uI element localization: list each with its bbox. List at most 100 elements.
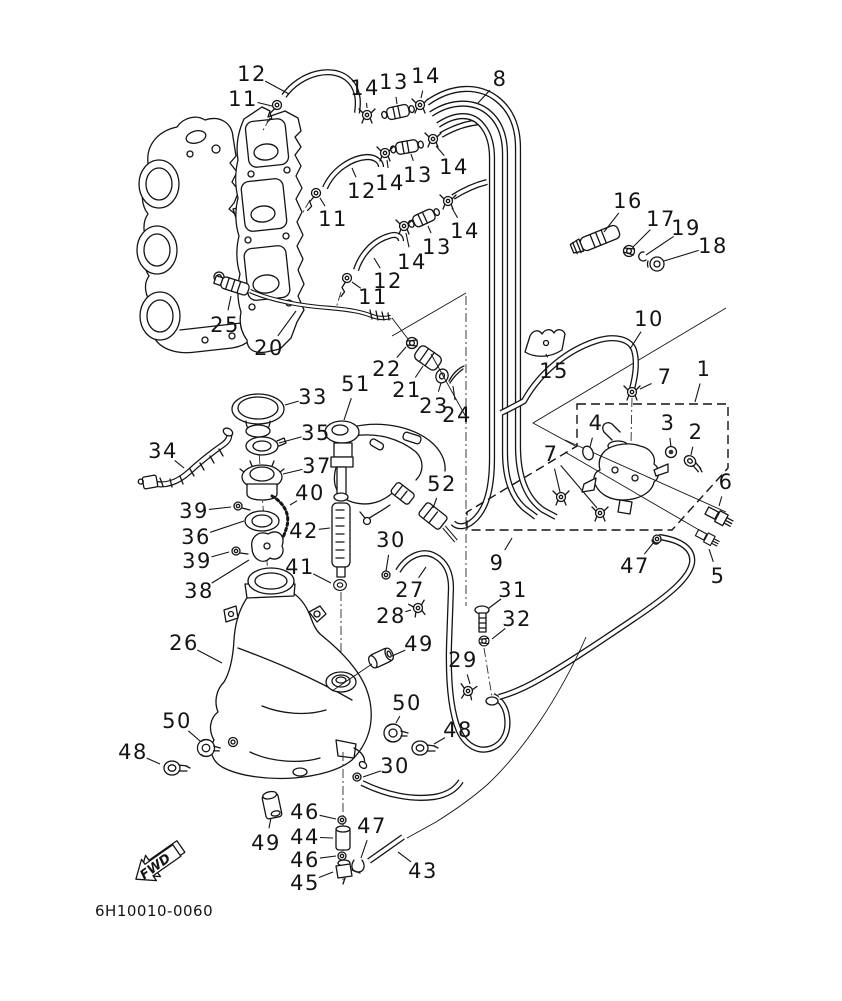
leader-line: [432, 497, 438, 509]
leader-line: [645, 235, 674, 256]
callout-47: 47: [357, 814, 387, 838]
leader-line: [395, 96, 398, 105]
oil-pump-assembly: [466, 403, 736, 549]
leader-line: [351, 167, 357, 178]
leader-line: [197, 649, 223, 664]
callout-13: 13: [422, 235, 452, 259]
leader-line: [264, 80, 290, 95]
callout-20: 20: [254, 336, 284, 360]
callout-45: 45: [290, 871, 320, 895]
leader-line: [694, 383, 701, 403]
callout-17: 17: [646, 207, 676, 231]
leader-line: [718, 496, 723, 507]
callout-12: 12: [347, 179, 377, 203]
leader-line: [318, 527, 331, 530]
callout-24: 24: [442, 403, 472, 427]
leader-line: [208, 506, 232, 510]
callout-16: 16: [613, 189, 643, 213]
callout-28: 28: [376, 604, 406, 628]
callout-9: 9: [490, 551, 505, 575]
callout-29: 29: [448, 648, 478, 672]
oil-tank: [209, 567, 372, 780]
leader-line: [146, 757, 161, 765]
callout-14: 14: [375, 171, 405, 195]
callout-35: 35: [301, 421, 331, 445]
leader-line: [629, 331, 642, 350]
leader-line: [452, 385, 456, 401]
callout-26: 26: [169, 631, 199, 655]
callout-14: 14: [450, 219, 480, 243]
callout-37: 37: [302, 454, 332, 478]
callout-43: 43: [408, 859, 438, 883]
leader-line: [437, 382, 442, 392]
leader-line: [663, 249, 699, 262]
leader-line: [391, 649, 406, 657]
leader-line: [708, 548, 714, 562]
leader-line: [405, 609, 412, 613]
leader-line: [365, 102, 368, 109]
intake-manifold: [235, 106, 305, 354]
leader-line: [343, 398, 352, 421]
leader-line: [210, 520, 245, 533]
leader-line: [414, 365, 424, 378]
callout-25: 25: [210, 313, 240, 337]
callout-27: 27: [395, 578, 425, 602]
callout-30: 30: [380, 754, 410, 778]
leader-line: [257, 101, 273, 107]
fwd-arrow: FWD: [135, 840, 186, 883]
leader-line: [211, 559, 250, 584]
leader-line: [589, 437, 593, 448]
callout-41: 41: [285, 555, 315, 579]
callout-18: 18: [698, 234, 728, 258]
leader-line: [319, 855, 337, 859]
callout-33: 33: [298, 385, 328, 409]
callout-6: 6: [719, 470, 734, 494]
construction-lines: [261, 117, 467, 606]
callout-22: 22: [372, 357, 402, 381]
fuel-connector-set: [532, 224, 727, 448]
callout-51: 51: [341, 372, 371, 396]
leader-line: [504, 537, 513, 551]
leader-line: [278, 436, 302, 444]
leader-line: [211, 551, 230, 558]
oil-level-gauge: [324, 420, 458, 668]
leader-line: [603, 212, 620, 233]
callout-49: 49: [251, 831, 281, 855]
callout-31: 31: [498, 578, 528, 602]
callout-11: 11: [358, 285, 388, 309]
callout-30: 30: [376, 528, 406, 552]
callout-13: 13: [403, 163, 433, 187]
callout-11: 11: [318, 207, 348, 231]
leader-line: [433, 737, 446, 745]
callout-50: 50: [392, 691, 422, 715]
leader-line: [405, 232, 410, 248]
leader-line: [282, 468, 303, 475]
callout-10: 10: [634, 307, 664, 331]
leader-line: [351, 281, 362, 289]
leader-line: [289, 500, 298, 506]
callout-47: 47: [620, 554, 650, 578]
leader-line: [427, 225, 432, 234]
leader-line: [313, 573, 332, 584]
callout-4: 4: [589, 411, 604, 435]
leader-line: [410, 153, 414, 161]
leader-line: [477, 89, 491, 104]
callout-7: 7: [544, 442, 559, 466]
leader-line: [319, 197, 326, 207]
leader-line: [690, 446, 694, 456]
leader-line: [395, 715, 401, 724]
leader-line: [385, 554, 390, 572]
callout-49: 49: [404, 632, 434, 656]
leader-line: [491, 627, 506, 640]
callout-14: 14: [397, 250, 427, 274]
tank-mount-hardware: [163, 645, 439, 820]
leader-line: [545, 353, 549, 358]
leader-line: [451, 207, 459, 219]
leader-line: [362, 770, 381, 778]
callout-44: 44: [290, 825, 320, 849]
callout-8: 8: [493, 67, 508, 91]
leader-line: [639, 383, 652, 390]
callout-52: 52: [427, 472, 457, 496]
